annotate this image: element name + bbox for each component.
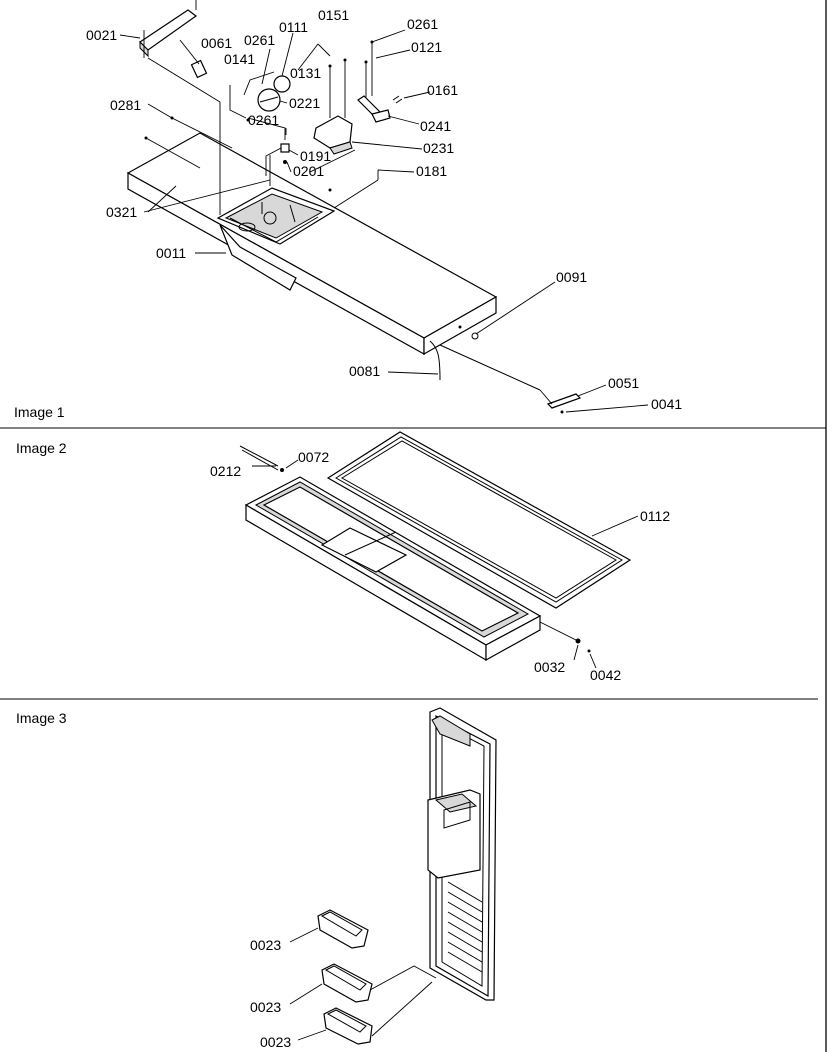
panel-image-3: Image 3 [16,707,497,1050]
part-label-0041: 0041 [651,396,682,412]
part-number-labels-1: 0021 0061 0261 0111 0151 0261 0121 0141 … [86,7,682,412]
part-label-0161: 0161 [427,82,458,98]
part-label-0151: 0151 [318,7,349,23]
part-label-0181: 0181 [416,163,447,179]
part-label-0281: 0281 [110,97,141,113]
part-label-0231: 0231 [423,140,454,156]
panel-heading: Image 1 [14,404,65,420]
part-label-0021: 0021 [86,27,117,43]
part-0212-screw [239,445,284,472]
label-leaders-3 [289,927,437,1041]
part-label-0241: 0241 [420,118,451,134]
door-bin-upper [317,909,369,949]
part-label-0261: 0261 [248,112,279,128]
part-0051-trim [539,389,582,414]
part-label-0321: 0321 [106,204,137,220]
part-label-0261: 0261 [244,32,275,48]
part-0241-damper [357,40,403,123]
part-label-0023: 0023 [250,999,281,1015]
part-label-0081: 0081 [349,363,380,379]
part-0191-clip [265,143,290,176]
part-0231-switch [313,58,353,155]
part-label-0141: 0141 [224,51,255,67]
label-leaders-2 [252,459,639,669]
part-label-0111: 0111 [279,19,308,35]
part-label-0042: 0042 [590,667,621,683]
part-label-0191: 0191 [300,148,331,164]
panel-image-2: Image 2 [16,431,670,683]
assembly-lines [144,43,379,215]
panel-heading: Image 2 [16,440,67,456]
part-label-0061: 0061 [201,35,232,51]
part-label-0051: 0051 [608,375,639,391]
door-bin-middle [321,963,373,1003]
part-0032-screw [539,621,591,653]
gasket-panel-drawing [326,431,632,609]
label-leaders-1 [119,29,649,413]
part-label-0221: 0221 [289,95,320,111]
panel-heading: Image 3 [16,710,67,726]
part-number-labels-2: 0072 0212 0112 0032 0042 [210,449,670,683]
tray-frame-drawing [244,476,542,662]
part-label-0212: 0212 [210,463,241,479]
part-0021-bracket [139,0,198,58]
part-label-0032: 0032 [534,659,565,675]
part-label-0023: 0023 [260,1034,291,1050]
control-housing-drawing [126,132,541,391]
part-label-0121: 0121 [411,39,442,55]
door-drawing [427,707,497,1001]
part-label-0131: 0131 [290,65,321,81]
door-bin-lower [323,1007,373,1045]
panel-image-1: Image 1 [14,0,682,420]
part-0061-cylinder [179,39,208,79]
part-label-0023: 0023 [250,937,281,953]
part-label-0072: 0072 [298,449,329,465]
door-shelf-ribs [447,881,483,973]
part-label-0011: 0011 [156,245,186,261]
part-label-0201: 0201 [293,163,324,179]
part-number-labels-3: 0023 0023 0023 [250,937,291,1050]
part-label-0091: 0091 [556,269,587,285]
part-0221-thermostat [257,75,291,112]
part-label-0112: 0112 [640,508,670,524]
part-label-0261: 0261 [407,16,438,32]
